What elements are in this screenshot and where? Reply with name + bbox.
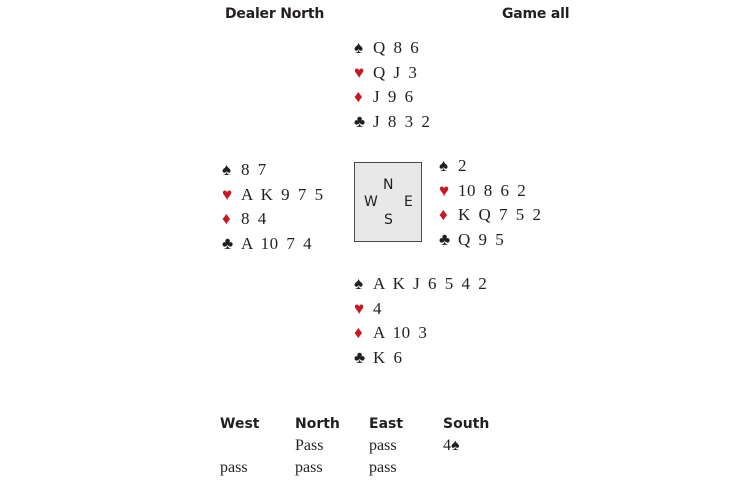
east-clubs-row: ♣ Q 9 5 (439, 228, 542, 253)
south-clubs-row: ♣ K 6 (354, 346, 487, 371)
east-diamonds: K Q 7 5 2 (458, 205, 542, 224)
diamond-icon: ♦ (354, 323, 363, 342)
vulnerability-label: Game all (502, 6, 570, 22)
bid-cell: pass (369, 437, 397, 454)
east-clubs: Q 9 5 (458, 229, 505, 249)
diamond-icon: ♦ (222, 209, 231, 228)
south-hand: ♠A K J 6 5 4 2 ♥4 ♦A 10 3 ♣K 6 (354, 272, 487, 370)
south-hearts-row: ♥4 (354, 297, 487, 322)
east-hearts: 10 8 6 2 (458, 180, 527, 200)
west-hearts: A K 9 7 5 (241, 184, 324, 204)
north-spades: Q 8 6 (373, 38, 420, 57)
north-hand: ♠ Q 8 6 ♥ Q J 3 ♦ J 9 6 ♣ J 8 3 2 (354, 36, 430, 134)
north-hearts-row: ♥ Q J 3 (354, 61, 430, 86)
south-diamonds-row: ♦ A 10 3 (354, 321, 487, 346)
dealer-label: Dealer North (225, 6, 325, 22)
west-hand: ♠ 8 7 ♥ A K 9 7 5 ♦ 8 4 ♣ A 10 7 4 (222, 158, 324, 256)
bid-cell: pass (369, 459, 397, 476)
south-hearts: 4 (373, 298, 382, 318)
east-hearts-row: ♥ 10 8 6 2 (439, 179, 542, 204)
spade-icon: ♠ (354, 38, 364, 57)
bid-cell: Pass (295, 437, 324, 454)
north-hearts: Q J 3 (373, 62, 418, 82)
west-spades: 8 7 (241, 160, 267, 179)
club-icon: ♣ (222, 233, 234, 253)
east-hand: ♠2 ♥10 8 6 2 ♦K Q 7 5 2 ♣Q 9 5 (439, 154, 542, 252)
west-hearts-row: ♥ A K 9 7 5 (222, 183, 324, 208)
south-clubs: K 6 (373, 347, 403, 367)
diamond-icon: ♦ (439, 205, 448, 224)
club-icon: ♣ (439, 229, 451, 249)
east-spades-row: ♠2 (439, 154, 542, 179)
compass-west: W (364, 194, 378, 210)
north-diamonds: J 9 6 (373, 87, 414, 106)
north-spades-row: ♠ Q 8 6 (354, 36, 430, 61)
heart-icon: ♥ (439, 180, 450, 200)
bid-cell: 4♠ (443, 437, 460, 454)
bidding-header-west: West (220, 416, 260, 432)
heart-icon: ♥ (222, 184, 233, 204)
heart-icon: ♥ (354, 62, 365, 82)
spade-icon: ♠ (439, 156, 449, 175)
club-icon: ♣ (354, 347, 366, 367)
heart-icon: ♥ (354, 298, 365, 318)
diamond-icon: ♦ (354, 87, 363, 106)
compass-east: E (404, 194, 413, 210)
north-diamonds-row: ♦ J 9 6 (354, 85, 430, 110)
spade-icon: ♠ (354, 274, 364, 293)
compass-box: N W E S (354, 162, 422, 242)
west-spades-row: ♠ 8 7 (222, 158, 324, 183)
bidding-header-south: South (443, 416, 490, 432)
bid-cell: pass (295, 459, 323, 476)
north-clubs: J 8 3 2 (373, 111, 431, 131)
bid-cell: pass (220, 459, 248, 476)
south-diamonds: A 10 3 (373, 323, 428, 342)
west-clubs-row: ♣ A 10 7 4 (222, 232, 324, 257)
spade-icon: ♠ (222, 160, 232, 179)
compass-south: S (384, 212, 393, 228)
west-diamonds: 8 4 (241, 209, 267, 228)
south-spades: A K J 6 5 4 2 (373, 274, 488, 293)
bidding-header-north: North (295, 416, 340, 432)
east-spades: 2 (458, 156, 467, 175)
east-diamonds-row: ♦ K Q 7 5 2 (439, 203, 542, 228)
north-clubs-row: ♣ J 8 3 2 (354, 110, 430, 135)
compass-north: N (383, 177, 394, 193)
south-spades-row: ♠ A K J 6 5 4 2 (354, 272, 487, 297)
bidding-header-east: East (369, 416, 404, 432)
club-icon: ♣ (354, 111, 366, 131)
west-diamonds-row: ♦ 8 4 (222, 207, 324, 232)
west-clubs: A 10 7 4 (241, 233, 313, 253)
